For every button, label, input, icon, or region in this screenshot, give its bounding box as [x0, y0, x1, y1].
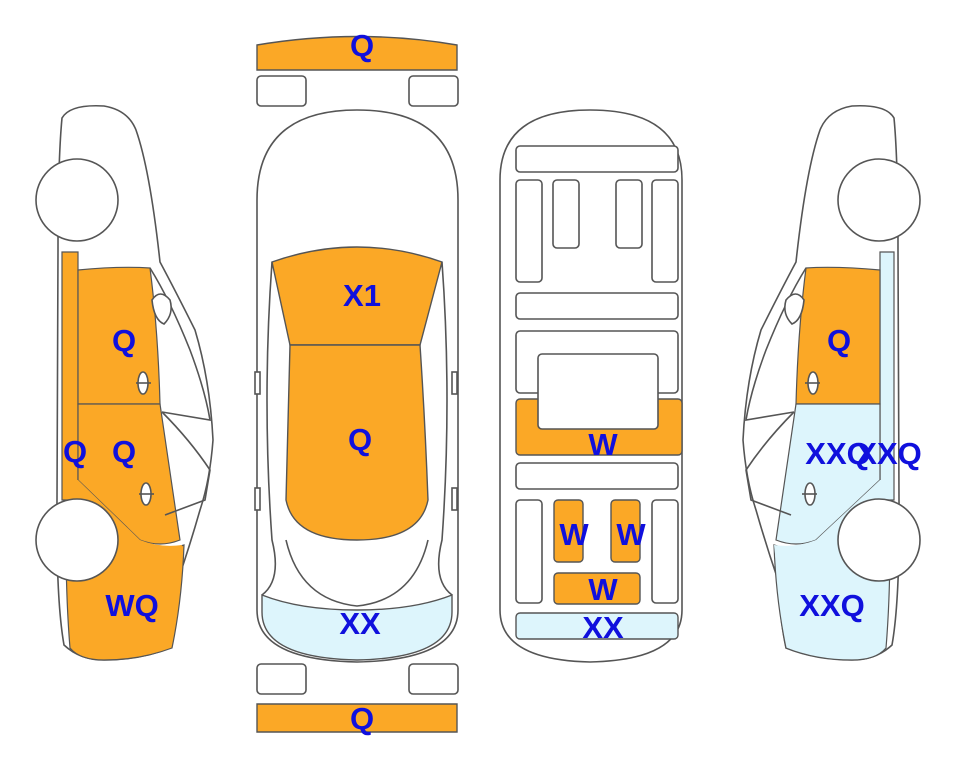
right-pillar-line: [745, 411, 795, 516]
floor-right-label: W: [616, 517, 646, 552]
hood: [271, 246, 443, 346]
floor-right-lower-rail: [651, 499, 679, 604]
hood-label: X1: [343, 278, 381, 313]
left-window-line: [149, 267, 211, 421]
trunk-label: XX: [339, 606, 381, 641]
floor-left-lower-rail: [515, 499, 543, 604]
left-rear-handle: [139, 482, 154, 506]
floor-right-pocket: [615, 179, 643, 249]
right-side-view: [742, 104, 921, 661]
left-quarter-label: WQ: [105, 588, 158, 623]
left-front-door-label: Q: [112, 323, 136, 358]
damage-labels: Q X1 Q XX Q W W W W XX Q Q Q WQ Q XXQ XX…: [63, 28, 922, 736]
floor-right-panel: [610, 499, 641, 563]
floor-left-panel: [553, 499, 584, 563]
right-front-wheel: [837, 158, 921, 242]
right-rear-handle: [802, 482, 817, 506]
left-rear-door-label: Q: [112, 434, 136, 469]
floor-lower-panel: [553, 572, 641, 605]
left-front-handle: [136, 371, 151, 395]
left-front-door: [77, 266, 161, 405]
floor-left-label: W: [559, 517, 589, 552]
right-mirror: [784, 293, 805, 325]
right-front-door: [795, 266, 881, 405]
floor-right-rail: [651, 179, 679, 283]
floor-view: [499, 109, 683, 663]
roof-label: Q: [348, 422, 372, 457]
right-rear-door: [775, 403, 881, 545]
roof: [285, 344, 429, 541]
left-pillar-line: [161, 411, 211, 516]
front-right-light: [408, 75, 459, 107]
right-pillar-label: XXQ: [856, 436, 921, 471]
right-rear-wheel: [837, 498, 921, 582]
floor-rear-panel: [515, 612, 679, 640]
floor-lower-bar: [515, 462, 679, 490]
left-rear-door: [77, 403, 181, 545]
floor-lower-label: W: [588, 572, 618, 607]
floor-center-window: [537, 353, 659, 430]
left-sill-label: Q: [63, 434, 87, 469]
floor-mid-label: W: [588, 427, 618, 462]
floor-rear-label: XX: [582, 610, 624, 645]
rear-bumper-label: Q: [350, 701, 374, 736]
left-side-view: [35, 104, 214, 661]
right-handle-top: [451, 487, 458, 511]
left-side-glass: [261, 261, 277, 596]
right-front-handle: [805, 371, 820, 395]
right-front-door-label: Q: [827, 323, 851, 358]
top-view: [254, 35, 459, 733]
right-side-glass: [437, 261, 453, 596]
rear-left-light: [256, 663, 307, 695]
left-mirror-top: [254, 371, 261, 395]
right-rear-door-label: XXQ: [805, 436, 870, 471]
right-window-line: [745, 267, 807, 421]
left-rear-wheel: [35, 498, 119, 582]
right-mirror-top: [451, 371, 458, 395]
front-bumper-label: Q: [350, 28, 374, 63]
right-quarter-label: XXQ: [799, 588, 864, 623]
left-handle-top: [254, 487, 261, 511]
floor-left-rail: [515, 179, 543, 283]
front-bumper: [256, 35, 458, 71]
rear-right-light: [408, 663, 459, 695]
front-left-light: [256, 75, 307, 107]
rear-bumper: [256, 703, 458, 733]
floor-left-pocket: [552, 179, 580, 249]
floor-front-bar: [515, 145, 679, 173]
left-mirror: [151, 293, 172, 325]
floor-cross-bar: [515, 292, 679, 320]
left-front-wheel: [35, 158, 119, 242]
trunk: [261, 593, 453, 661]
rear-window: [285, 539, 429, 607]
